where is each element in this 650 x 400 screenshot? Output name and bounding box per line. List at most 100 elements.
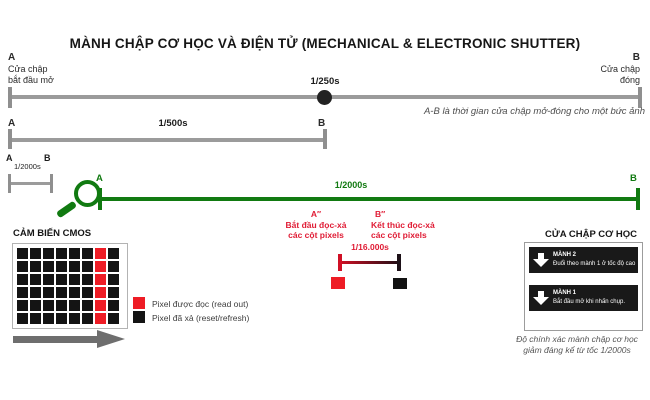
cmos-pixel-reset xyxy=(108,261,119,272)
readout-pixel-swatch xyxy=(331,277,345,289)
readout-start-note: A″ Bắt đầu đọc-xả các cột pixels xyxy=(283,209,349,241)
mechanical-caption-line2: giảm đáng kể từ tốc 1/2000s xyxy=(523,345,631,356)
down-arrow-icon xyxy=(533,290,549,306)
cmos-pixel-reset xyxy=(30,248,41,259)
cmos-pixel-readout xyxy=(95,248,106,259)
cmos-pixel-reset xyxy=(69,313,80,324)
cmos-pixel-reset xyxy=(82,248,93,259)
cmos-pixel-reset xyxy=(30,313,41,324)
magnifier-handle-icon xyxy=(55,200,78,219)
bar500-marker-a: A xyxy=(8,118,16,129)
cmos-pixel-reset xyxy=(43,313,54,324)
cmos-pixel-reset xyxy=(82,274,93,285)
speed-label-250: 1/250s xyxy=(310,76,340,87)
readout-start-line1: Bắt đầu đọc-xả xyxy=(285,219,347,230)
cmos-pixel-reset xyxy=(17,287,28,298)
cmos-pixel-reset xyxy=(69,300,80,311)
cmos-pixel-reset xyxy=(17,261,28,272)
ebar-marker-a: A xyxy=(96,173,103,184)
readout-duration-label: 1/16.000s xyxy=(351,242,389,252)
timeline-bar-500-tick-a xyxy=(8,129,12,149)
cmos-pixel-reset xyxy=(17,313,28,324)
readout-duration-bar xyxy=(340,261,400,264)
down-arrow-icon xyxy=(533,252,549,268)
curtain-1-row: MÀNH 1 Bắt đầu mở khi nhấn chụp. xyxy=(529,285,638,311)
cmos-pixel-reset xyxy=(69,248,80,259)
timeline-bar-500-tick-b xyxy=(323,129,327,149)
timeline-bar-2000 xyxy=(10,182,52,185)
cmos-pixel-reset xyxy=(30,274,41,285)
shutter-open-caption-1: Cửa chập xyxy=(8,64,48,74)
cmos-pixel-reset xyxy=(108,313,119,324)
legend-readout-label: Pixel được đọc (read out) xyxy=(152,299,249,309)
electronic-bar xyxy=(100,197,640,201)
cmos-pixel-reset xyxy=(82,300,93,311)
cmos-pixel-reset xyxy=(56,313,67,324)
ebar-marker-b: B xyxy=(630,173,637,184)
cmos-pixel-readout xyxy=(95,313,106,324)
cmos-pixel-reset xyxy=(56,261,67,272)
cmos-pixel-reset xyxy=(43,248,54,259)
cmos-pixel-reset xyxy=(69,274,80,285)
legend-reset-swatch xyxy=(133,311,145,323)
cmos-pixel-reset xyxy=(82,313,93,324)
cmos-pixel-reset xyxy=(43,287,54,298)
cmos-pixel-reset xyxy=(82,287,93,298)
timeline-bar-2000-tick-b xyxy=(50,174,53,193)
readout-end-line1: Kết thúc đọc-xả xyxy=(371,219,435,230)
magnifier-icon xyxy=(74,180,101,207)
mechanical-caption-line1: Độ chính xác mành chập cơ học xyxy=(516,334,638,344)
timeline-bar-2000-tick-a xyxy=(8,174,11,193)
cmos-pixel-reset xyxy=(108,287,119,298)
reset-pixel-swatch xyxy=(393,278,407,289)
cmos-pixel-reset xyxy=(30,300,41,311)
cmos-pixel-reset xyxy=(43,261,54,272)
cmos-pixel-reset xyxy=(56,248,67,259)
marker-a: A xyxy=(8,52,16,63)
cmos-grid xyxy=(17,248,119,324)
cmos-pixel-readout xyxy=(95,274,106,285)
cmos-pixel-reset xyxy=(56,287,67,298)
curtain-2-row: MÀNH 2 Đuổi theo mành 1 ở tốc độ cao xyxy=(529,247,638,273)
ebar-speed-label: 1/2000s xyxy=(334,180,368,190)
cmos-pixel-reset xyxy=(108,248,119,259)
ab-note: A-B là thời gian cửa chập mở-đóng cho mộ… xyxy=(423,106,645,117)
legend-readout-swatch xyxy=(133,297,145,309)
cmos-pixel-reset xyxy=(82,261,93,272)
cmos-pixel-reset xyxy=(43,300,54,311)
cmos-pixel-reset xyxy=(69,287,80,298)
curtain-2-desc: Đuổi theo mành 1 ở tốc độ cao xyxy=(553,261,636,267)
shutter-open-caption-2: bắt đầu mở xyxy=(8,75,54,86)
readout-start-marker: A″ xyxy=(310,209,322,219)
curtain-1-name: MÀNH 1 xyxy=(553,290,577,297)
cmos-pixel-reset xyxy=(108,274,119,285)
readout-duration-tick-a xyxy=(338,254,342,271)
bar2000-marker-a: A xyxy=(6,153,13,163)
curtain-2-name: MÀNH 2 xyxy=(553,252,577,259)
bar500-marker-b: B xyxy=(318,118,326,129)
speed-label-2000-small: 1/2000s xyxy=(14,162,41,171)
mechanical-caption: Độ chính xác mành chập cơ học giảm đáng … xyxy=(507,334,647,356)
scan-direction-arrow-head xyxy=(97,330,125,348)
scan-direction-arrow xyxy=(13,336,97,343)
timeline-bar-250-tick-b xyxy=(638,87,642,108)
cmos-pixel-reset xyxy=(56,274,67,285)
shutter-open-label: A Cửa chập bắt đầu mở xyxy=(8,52,54,87)
cmos-pixel-reset xyxy=(43,274,54,285)
readout-start-line2: các cột pixels xyxy=(288,230,344,241)
marker-b: B xyxy=(632,52,640,63)
cmos-pixel-readout xyxy=(95,287,106,298)
cmos-title: CẢM BIẾN CMOS xyxy=(13,228,92,239)
legend-reset-label: Pixel đã xả (reset/refresh) xyxy=(152,313,250,323)
shutter-close-caption-2: đóng xyxy=(619,75,640,86)
readout-end-marker: B″ xyxy=(375,209,386,219)
cmos-pixel-reset xyxy=(17,300,28,311)
cmos-pixel-reset xyxy=(69,261,80,272)
electronic-bar-tick-b xyxy=(636,188,640,210)
cmos-pixel-readout xyxy=(95,300,106,311)
cmos-pixel-reset xyxy=(108,300,119,311)
cmos-pixel-reset xyxy=(30,261,41,272)
mechanical-panel-title: CỬA CHẬP CƠ HỌC xyxy=(545,229,637,240)
cmos-pixel-reset xyxy=(30,287,41,298)
